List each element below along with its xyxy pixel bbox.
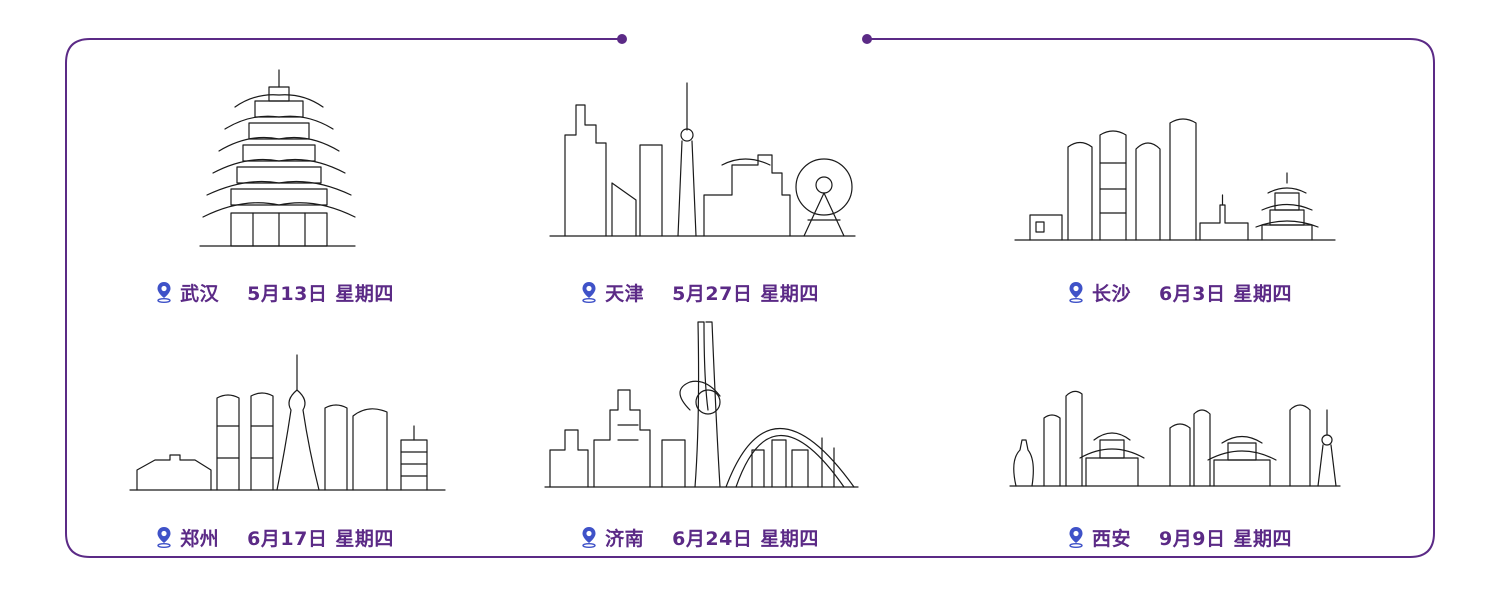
pin-icon xyxy=(1069,282,1083,303)
city-card-tianjin: 天津 5月27日 星期四 xyxy=(490,55,910,315)
event-date: 6月3日 xyxy=(1159,282,1226,305)
city-card-jinan: 济南 6月24日 星期四 xyxy=(490,300,910,560)
event-date: 6月17日 xyxy=(247,527,328,550)
pin-icon xyxy=(582,527,596,548)
pin-icon xyxy=(157,282,171,303)
jinan-skyline xyxy=(544,321,859,488)
pin-icon xyxy=(157,527,171,548)
zhengzhou-skyline xyxy=(129,354,446,491)
city-name: 长沙 xyxy=(1092,282,1132,305)
event-date: 5月13日 xyxy=(247,282,328,305)
city-caption: 武汉 5月13日 星期四 xyxy=(65,277,485,307)
city-name: 天津 xyxy=(605,282,645,305)
city-card-xian: 西安 9月9日 星期四 xyxy=(970,300,1390,560)
xian-skyline xyxy=(1009,390,1341,487)
city-name: 济南 xyxy=(605,527,645,550)
city-card-changsha: 长沙 6月3日 星期四 xyxy=(970,55,1390,315)
event-weekday: 星期四 xyxy=(335,527,394,550)
city-name: 西安 xyxy=(1092,527,1132,550)
city-card-zhengzhou: 郑州 6月17日 星期四 xyxy=(65,300,485,560)
city-caption: 西安 9月9日 星期四 xyxy=(970,522,1390,552)
event-weekday: 星期四 xyxy=(1233,282,1292,305)
event-date: 9月9日 xyxy=(1159,527,1226,550)
event-weekday: 星期四 xyxy=(335,282,394,305)
event-weekday: 星期四 xyxy=(1233,527,1292,550)
city-caption: 郑州 6月17日 星期四 xyxy=(65,522,485,552)
changsha-skyline xyxy=(1014,118,1336,241)
event-date: 6月24日 xyxy=(672,527,753,550)
city-card-wuhan: 武汉 5月13日 星期四 xyxy=(65,55,485,315)
pin-icon xyxy=(1069,527,1083,548)
event-weekday: 星期四 xyxy=(760,282,819,305)
tianjin-skyline xyxy=(549,82,856,237)
event-date: 5月27日 xyxy=(672,282,753,305)
city-caption: 长沙 6月3日 星期四 xyxy=(970,277,1390,307)
city-name: 郑州 xyxy=(180,527,220,550)
city-caption: 济南 6月24日 星期四 xyxy=(490,522,910,552)
event-weekday: 星期四 xyxy=(760,527,819,550)
yellow-crane-tower-skyline xyxy=(199,69,356,247)
pin-icon xyxy=(582,282,596,303)
city-name: 武汉 xyxy=(180,282,220,305)
city-caption: 天津 5月27日 星期四 xyxy=(490,277,910,307)
